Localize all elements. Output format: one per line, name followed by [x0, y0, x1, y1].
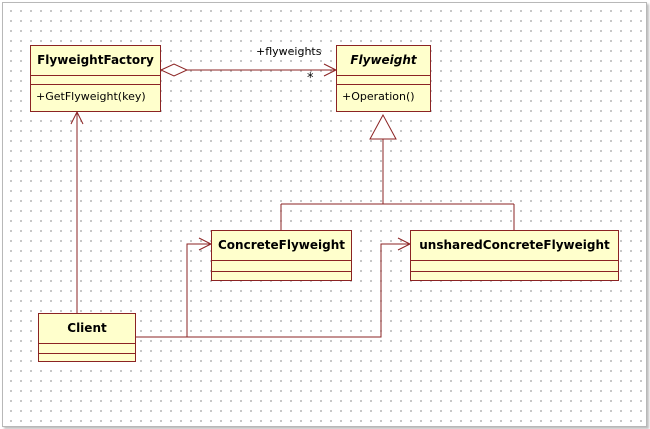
- class-name: Flyweight: [337, 46, 430, 76]
- operation-get-flyweight: +GetFlyweight(key): [36, 90, 146, 103]
- generalization-triangle: [369, 113, 397, 140]
- attributes-compartment: [39, 344, 135, 354]
- class-name: FlyweightFactory: [31, 46, 160, 76]
- class-flyweight[interactable]: Flyweight +Operation(): [336, 45, 431, 112]
- association-multiplicity-label: *: [307, 71, 314, 86]
- operation-operation: +Operation(): [342, 90, 415, 103]
- client-concrete-line: [136, 243, 211, 338]
- class-unshared-concrete-flyweight[interactable]: unsharedConcreteFlyweight: [410, 230, 619, 281]
- operations-compartment: [212, 272, 351, 282]
- aggregation-diamond: [159, 63, 189, 77]
- class-name: ConcreteFlyweight: [212, 231, 351, 261]
- association-role-label: +flyweights: [256, 45, 322, 58]
- class-name: unsharedConcreteFlyweight: [411, 231, 618, 261]
- class-client[interactable]: Client: [38, 313, 136, 362]
- attributes-compartment: [411, 261, 618, 272]
- operations-compartment: [411, 272, 618, 282]
- class-flyweight-factory[interactable]: FlyweightFactory +GetFlyweight(key): [30, 45, 161, 112]
- class-concrete-flyweight[interactable]: ConcreteFlyweight: [211, 230, 352, 281]
- operations-compartment: [39, 354, 135, 363]
- client-factory-arrow: [70, 110, 84, 125]
- attributes-compartment: [337, 76, 430, 85]
- attributes-compartment: [212, 261, 351, 272]
- client-unshared-line: [187, 243, 410, 338]
- class-name: Client: [39, 314, 135, 344]
- attributes-compartment: [31, 76, 160, 85]
